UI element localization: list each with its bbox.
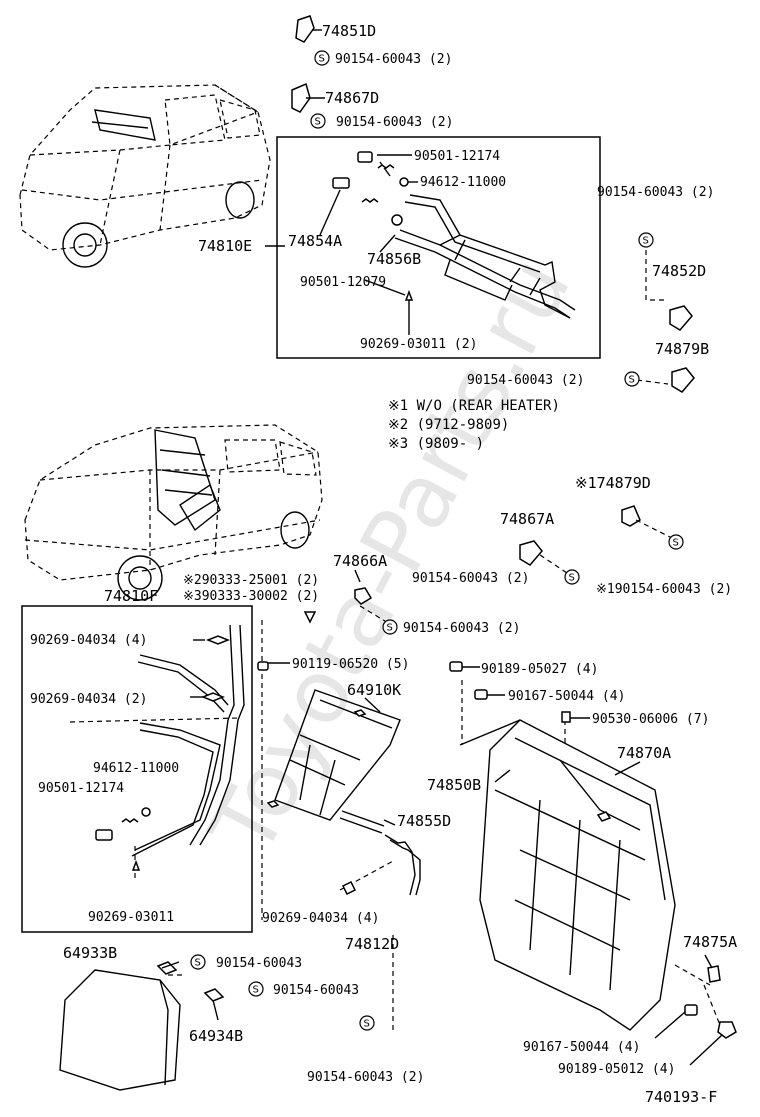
label-74870A: 74870A <box>617 744 671 762</box>
label-90269-e: 90269-04034 (4) <box>262 911 379 926</box>
label-90154-b: 90154-60043 (2) <box>336 115 453 130</box>
label-90269-c: 90269-04034 (2) <box>30 692 147 707</box>
label-90269-a: 90269-03011 (2) <box>360 337 477 352</box>
label-90530: 90530-06006 (7) <box>592 712 709 727</box>
label-90269-d: 90269-03011 <box>88 910 174 925</box>
svg-text:S: S <box>569 573 575 584</box>
label-74856B: 74856B <box>367 250 421 268</box>
kit-74810E-box <box>276 136 601 359</box>
svg-text:S: S <box>319 54 325 65</box>
label-74875A: 74875A <box>683 933 737 951</box>
label-90119: 90119-06520 (5) <box>292 657 409 672</box>
svg-text:S: S <box>643 236 649 247</box>
label-74851D: 74851D <box>322 22 376 40</box>
label-64933B: 64933B <box>63 944 117 962</box>
screw-symbol: S <box>190 954 206 970</box>
svg-text:S: S <box>364 1019 370 1030</box>
rear-heater-pipe-assembly <box>394 194 576 319</box>
top-box-fittings <box>332 151 414 320</box>
screw-symbol: S <box>638 232 654 248</box>
label-90333-a: ※290333-25001 (2) <box>183 573 319 588</box>
label-90154-g: 90154-60043 (2) <box>403 621 520 636</box>
svg-text:S: S <box>387 623 393 634</box>
label-94612-b: 94612-11000 <box>93 761 179 776</box>
label-90167-b: 90167-50044 (4) <box>523 1040 640 1055</box>
kit-74810F-box <box>21 605 253 933</box>
label-90154-c: 90154-60043 (2) <box>597 185 714 200</box>
label-74852D: 74852D <box>652 262 706 280</box>
label-90501-a: 90501-12174 <box>414 149 500 164</box>
label-64910K: 64910K <box>347 681 401 699</box>
label-64934B: 64934B <box>189 1027 243 1045</box>
label-90154-i: 90154-60043 <box>273 983 359 998</box>
label-90269-b: 90269-04034 (4) <box>30 633 147 648</box>
label-74879D: ※174879D <box>575 474 651 492</box>
duct-64910K <box>266 689 401 821</box>
label-94612-a: 94612-11000 <box>420 175 506 190</box>
part-labels: 74851D 90154-60043 (2) 74867D 90154-6004… <box>30 22 737 1106</box>
label-90189-b: 90189-05012 (4) <box>558 1062 675 1077</box>
label-90154-j: 90154-60043 (2) <box>307 1070 424 1085</box>
svg-text:S: S <box>315 117 321 128</box>
cover-64933B <box>59 961 225 1091</box>
vehicle-illustration-mid <box>24 424 323 601</box>
label-74810F: 74810F <box>104 587 158 605</box>
label-74866A: 74866A <box>333 552 387 570</box>
label-74812D: 74812D <box>345 935 399 953</box>
vehicle-illustration-top <box>19 84 271 268</box>
label-90154-f: ※190154-60043 (2) <box>596 582 732 597</box>
label-74855D: 74855D <box>397 812 451 830</box>
label-90154-e: 90154-60043 (2) <box>412 571 529 586</box>
screw-symbol: S <box>564 569 580 585</box>
screw-symbols: S S S S S S S S S S <box>190 50 684 1031</box>
label-90154-a: 90154-60043 (2) <box>335 52 452 67</box>
right-brackets <box>257 15 737 1039</box>
label-90501-c: 90501-12174 <box>38 781 124 796</box>
label-74854A: 74854A <box>288 232 342 250</box>
label-74850B: 74850B <box>427 776 481 794</box>
svg-text:S: S <box>629 375 635 386</box>
label-74867D: 74867D <box>325 89 379 107</box>
note-3: ※3 (9809- ) <box>388 436 484 452</box>
label-90333-b: ※390333-30002 (2) <box>183 589 319 604</box>
label-90154-h: 90154-60043 <box>216 956 302 971</box>
screw-symbol: S <box>359 1015 375 1031</box>
screw-symbol: S <box>624 371 640 387</box>
label-74867A: 74867A <box>500 510 554 528</box>
footer-code: 740193-F <box>645 1088 717 1106</box>
label-90189-a: 90189-05027 (4) <box>481 662 598 677</box>
svg-text:S: S <box>253 985 259 996</box>
label-74879B: 74879B <box>655 340 709 358</box>
note-1: ※1 W/O (REAR HEATER) <box>388 398 560 414</box>
screw-symbol: S <box>314 50 330 66</box>
label-90501-b: 90501-12079 <box>300 275 386 290</box>
leader-lines <box>161 29 723 1066</box>
label-90154-d: 90154-60043 (2) <box>467 373 584 388</box>
screw-symbol: S <box>310 113 326 129</box>
screw-symbol: S <box>382 619 398 635</box>
svg-text:S: S <box>673 538 679 549</box>
screw-symbol: S <box>248 981 264 997</box>
svg-text:S: S <box>195 958 201 969</box>
screw-symbol: S <box>668 534 684 550</box>
heater-unit-74870A <box>459 680 711 1031</box>
note-2: ※2 (9712-9809) <box>388 417 509 433</box>
label-74810E: 74810E <box>198 237 252 255</box>
label-90167-a: 90167-50044 (4) <box>508 689 625 704</box>
